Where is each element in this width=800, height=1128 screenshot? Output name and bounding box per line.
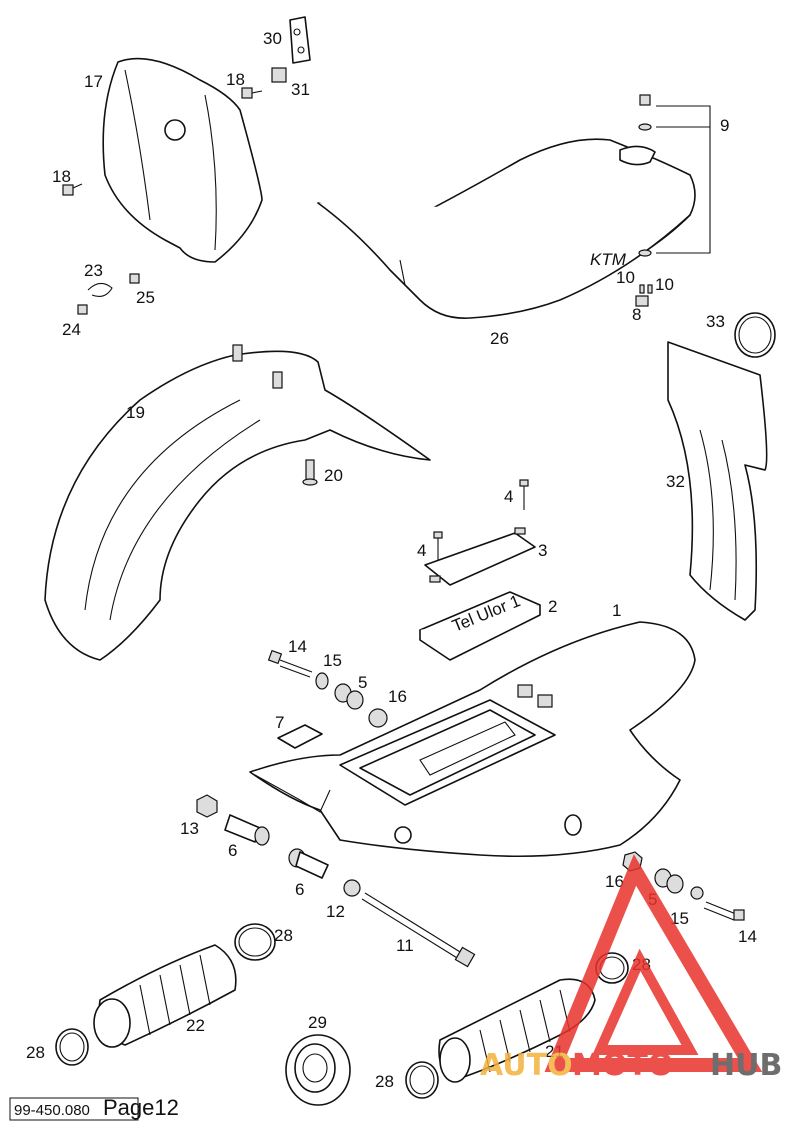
callout-9: 9 [720, 116, 729, 135]
long-bolt-11 [361, 892, 476, 968]
callout-14b: 14 [738, 927, 757, 946]
callout-19: 19 [126, 403, 145, 422]
spacer-5-right [654, 868, 684, 894]
seat-logo: KTM [590, 250, 627, 269]
clamp-33 [734, 312, 776, 358]
bushing-6-upper [224, 814, 270, 846]
cover-plate-3 [424, 527, 536, 586]
callout-25: 25 [136, 288, 155, 307]
bushing-6-lower [288, 848, 329, 879]
callout-18b: 18 [52, 167, 71, 186]
front-fender-19 [44, 344, 431, 661]
callout-5a: 5 [358, 673, 367, 692]
decal-7 [277, 724, 323, 749]
hose-clamp-28-d [405, 1061, 439, 1099]
hose-clamp-28-b [55, 1028, 89, 1066]
callout-7: 7 [275, 713, 284, 732]
bolt-18-upper [241, 87, 263, 99]
washer-15-left [315, 672, 329, 690]
callout-10a: 10 [616, 268, 635, 287]
callout-18a: 18 [226, 70, 245, 89]
document-code: 99-450.080 [14, 1102, 90, 1119]
bracket-30 [289, 16, 311, 64]
callout-33: 33 [706, 312, 725, 331]
callout-20: 20 [324, 466, 343, 485]
callout-24: 24 [62, 320, 81, 339]
callout-6a: 6 [228, 841, 237, 860]
screw-4-left [433, 531, 443, 560]
callout-15b: 15 [670, 909, 689, 928]
callout-13: 13 [180, 819, 199, 838]
watermark-logo: AUTO MOTO HUB [480, 854, 782, 1083]
callout-10b: 10 [655, 275, 674, 294]
callout-30: 30 [263, 29, 282, 48]
callout-26: 26 [490, 329, 509, 348]
rear-fender-1 [249, 621, 696, 858]
screw-20 [302, 459, 318, 486]
watermark-text-auto: AUTO [480, 1048, 573, 1083]
watermark-triangle-inner [592, 948, 699, 1055]
callout-23: 23 [84, 261, 103, 280]
callout-31: 31 [291, 80, 310, 99]
callout-32: 32 [666, 472, 685, 491]
callout-1: 1 [612, 601, 621, 620]
watermark-text-hub: HUB [710, 1048, 782, 1083]
bolt-14-left [267, 649, 313, 678]
seat-hardware-9 [638, 94, 711, 257]
screw-24 [77, 304, 88, 315]
watermark-triangle-outer [544, 854, 763, 1072]
callout-28d: 28 [375, 1072, 394, 1091]
callout-12: 12 [326, 902, 345, 921]
seat-26: KTM [317, 138, 696, 319]
callout-15a: 15 [323, 651, 342, 670]
callout-28a: 28 [274, 926, 293, 945]
clip-nut-31 [271, 67, 287, 83]
footer: 99-450.080 Page12 [9, 1095, 179, 1121]
bellows-22 [93, 944, 237, 1048]
grommet-29 [285, 1034, 351, 1106]
callout-3: 3 [538, 541, 547, 560]
callout-4b: 4 [417, 541, 426, 560]
washer-12 [343, 879, 361, 897]
washer-15-right [690, 886, 704, 900]
callout-6b: 6 [295, 880, 304, 899]
mud-flap-32 [667, 341, 768, 621]
callout-8: 8 [632, 305, 641, 324]
page-number: Page12 [103, 1095, 179, 1120]
bellows-21 [438, 978, 596, 1083]
nut-16-left [368, 708, 388, 728]
callout-14a: 14 [288, 637, 307, 656]
callout-4a: 4 [504, 487, 513, 506]
callout-17: 17 [84, 72, 103, 91]
number-plate-17 [102, 57, 263, 263]
callout-16b: 16 [605, 872, 624, 891]
callout-22: 22 [186, 1016, 205, 1035]
bolt-14-right [703, 901, 745, 921]
cable-tie-23 [87, 282, 113, 297]
nut-8 [635, 295, 649, 307]
washer-10 [639, 284, 653, 294]
hose-clamp-28-a [234, 923, 276, 961]
callout-2: 2 [548, 597, 557, 616]
document-pouch-2: Tel Ulor 1 [419, 591, 541, 661]
watermark-text-moto: MOTO [572, 1048, 673, 1083]
callout-29: 29 [308, 1013, 327, 1032]
nut-13 [196, 794, 218, 818]
callout-11: 11 [396, 936, 414, 955]
nut-25 [129, 273, 140, 284]
callout-28b: 28 [26, 1043, 45, 1062]
screw-4-upper [519, 479, 529, 510]
spacer-5-left [334, 683, 364, 710]
bolt-18-left [62, 183, 83, 196]
callout-16a: 16 [388, 687, 407, 706]
